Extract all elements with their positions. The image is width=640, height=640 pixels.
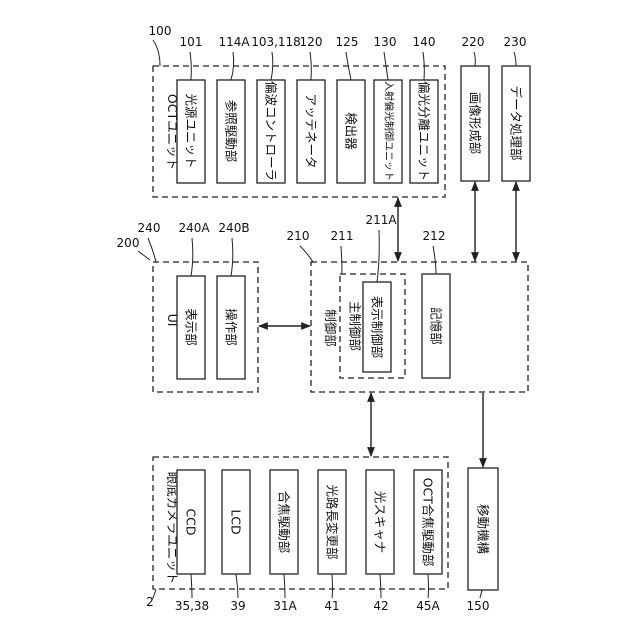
system-ref: 200 (117, 236, 140, 250)
focus-drive-label: 合焦駆動部 (277, 491, 292, 554)
data-processing-leader (514, 52, 516, 66)
movement-ref: 150 (467, 599, 490, 613)
control-boundary (311, 262, 528, 392)
control-label: 制御部 (323, 309, 338, 347)
lcd-label: LCD (229, 509, 244, 534)
oct-block-incident-polarization: 入射偏光制御ユニット 130 (374, 35, 402, 183)
ui-operation-block: 操作部 240B (217, 221, 250, 379)
ui-ref: 240 (138, 221, 161, 235)
ccd-label: CCD (184, 508, 199, 535)
path-length-ref: 41 (324, 599, 339, 613)
fundus-camera-ref: 2 (146, 595, 154, 609)
polarization-separation-ref: 140 (413, 35, 436, 49)
focus-drive-block: 合焦駆動部 31A (270, 470, 298, 613)
ccd-block: CCD 35,38 (175, 470, 209, 613)
detector-ref: 125 (336, 35, 359, 49)
lcd-ref: 39 (230, 599, 245, 613)
control-ref: 210 (287, 229, 310, 243)
oct-unit-leader (153, 40, 160, 66)
light-source-label: 光源ユニット (184, 93, 199, 168)
oct-block-reference-drive: 参照駆動部 114A (217, 35, 250, 183)
ui-display-block: 表示部 240A (177, 221, 210, 379)
path-length-block: 光路長変更部 41 (318, 470, 346, 613)
oct-block-detector: 検出器 125 (336, 35, 365, 183)
optical-scanner-label: 光スキャナ (373, 491, 388, 554)
data-processing-ref: 230 (504, 35, 527, 49)
storage-ref: 212 (423, 229, 446, 243)
reference-drive-leader (231, 52, 234, 80)
display-control-ref: 211A (365, 213, 397, 227)
image-forming-block: 画像形成部 220 (461, 35, 489, 181)
image-forming-label: 画像形成部 (468, 92, 483, 155)
storage-label: 記憶部 (429, 307, 444, 345)
focus-drive-ref: 31A (273, 599, 297, 613)
polarization-controller-label: 偏波コントローラ (264, 81, 279, 181)
attenuator-label: アッテネータ (304, 93, 319, 168)
storage-block: 記憶部 212 (422, 229, 450, 378)
control-group: 制御部 210 主制御部 211 表示制御部 211A 記憶部 212 (287, 213, 528, 392)
polarization-controller-leader (271, 52, 273, 80)
polarization-controller-ref: 103,118 (251, 35, 301, 49)
incident-polarization-label: 入射偏光制御ユニット (383, 81, 396, 181)
oct-unit-group: OCTユニット 100 光源ユニット 101 参照駆動部 114A 偏波コントロ… (149, 24, 445, 197)
optical-scanner-ref: 42 (373, 599, 388, 613)
oct-block-attenuator: アッテネータ 120 (297, 35, 325, 183)
storage-leader (433, 246, 436, 274)
operation-ref: 240B (218, 221, 249, 235)
ccd-ref: 35,38 (175, 599, 209, 613)
display-leader (191, 238, 193, 276)
light-source-leader (190, 52, 191, 80)
operation-label: 操作部 (224, 308, 239, 346)
path-length-label: 光路長変更部 (325, 484, 340, 559)
display-label: 表示部 (184, 308, 199, 346)
oct-unit-ref: 100 (149, 24, 172, 38)
main-control-group: 主制御部 211 表示制御部 211A (331, 213, 405, 378)
display-ref: 240A (178, 221, 210, 235)
focus-drive-leader (284, 574, 285, 598)
oct-focus-drive-block: OCT合焦駆動部 45A (414, 470, 442, 613)
attenuator-ref: 120 (300, 35, 323, 49)
system-ref-leader (138, 251, 150, 260)
control-leader (300, 246, 313, 262)
oct-focus-drive-ref: 45A (416, 599, 440, 613)
fundus-camera-group: 眼底カメラユニット 2 CCD 35,38 LCD 39 合焦駆動部 31A 光… (146, 457, 448, 613)
ui-group: UI 240 表示部 240A 操作部 240B (138, 221, 258, 392)
attenuator-leader (310, 52, 311, 80)
lcd-block: LCD 39 (222, 470, 250, 613)
image-forming-ref: 220 (462, 35, 485, 49)
oct-block-polarization-separation: 偏光分離ユニット 140 (410, 35, 438, 183)
movement-label: 移動機構 (476, 504, 491, 555)
light-source-ref: 101 (180, 35, 203, 49)
oct-focus-drive-leader (428, 574, 429, 598)
path-length-leader (332, 574, 333, 598)
ui-leader (148, 238, 156, 262)
display-control-label: 表示制御部 (370, 296, 385, 359)
main-control-ref: 211 (331, 229, 354, 243)
incident-polarization-ref: 130 (374, 35, 397, 49)
movement-block: 移動機構 150 (467, 468, 498, 613)
oct-focus-drive-label: OCT合焦駆動部 (421, 478, 436, 567)
reference-drive-ref: 114A (218, 35, 250, 49)
movement-leader (480, 590, 482, 598)
oct-block-light-source: 光源ユニット 101 (177, 35, 205, 183)
lcd-leader (236, 574, 238, 598)
display-control-leader (377, 230, 379, 282)
main-control-leader (341, 246, 342, 274)
polarization-separation-label: 偏光分離ユニット (417, 81, 432, 181)
oct-block-polarization-controller: 偏波コントローラ 103,118 (251, 35, 301, 183)
main-control-label: 主制御部 (348, 301, 363, 351)
optical-scanner-block: 光スキャナ 42 (366, 470, 394, 613)
optical-scanner-leader (380, 574, 381, 598)
detector-label: 検出器 (344, 112, 359, 150)
reference-drive-label: 参照駆動部 (224, 100, 239, 163)
image-forming-leader (474, 52, 475, 66)
ccd-leader (191, 574, 192, 598)
data-processing-block: データ処理部 230 (502, 35, 530, 181)
operation-leader (231, 238, 233, 276)
data-processing-label: データ処理部 (509, 85, 524, 160)
